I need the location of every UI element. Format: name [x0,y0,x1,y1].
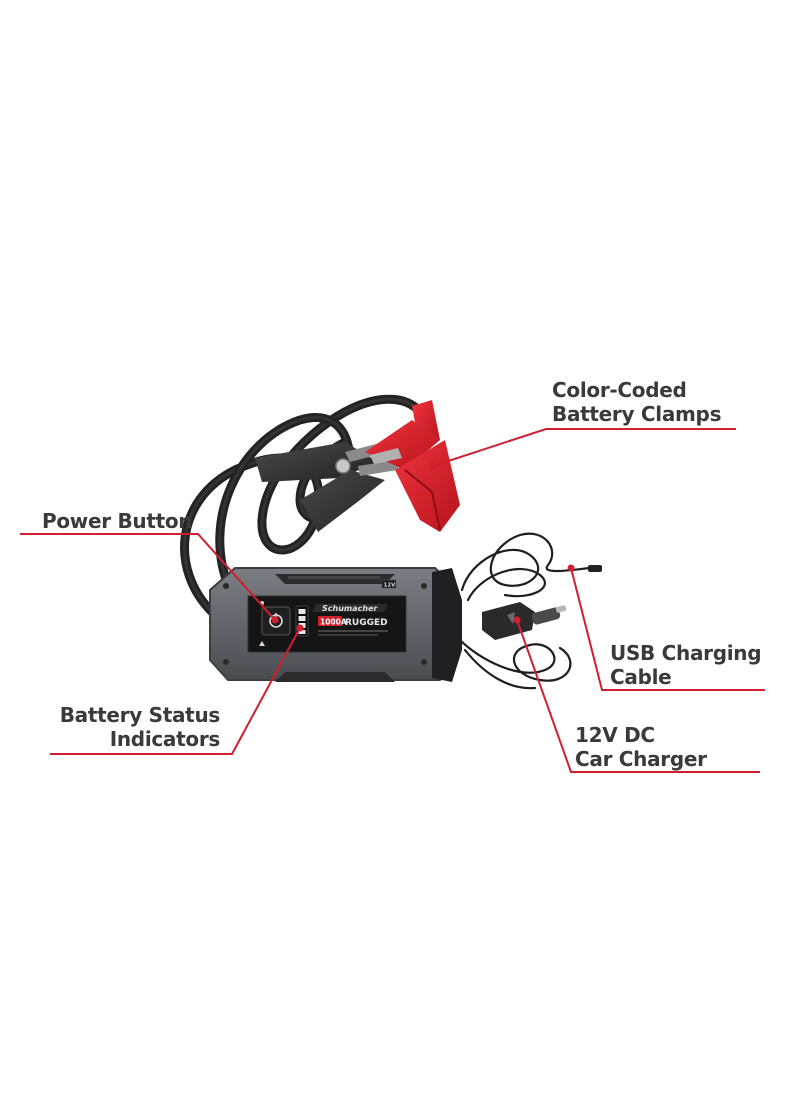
car-charger-cable [458,638,572,690]
callout-line-car [516,619,760,773]
callout-power-button: Power Button [42,509,193,533]
amperage-badge-bg [318,616,342,626]
voltage-label: 12V [384,583,397,589]
callout-battery-status-indicators: Battery Status Indicators [59,703,221,751]
callout-line-status [50,627,301,755]
callout-car-line2: Car Charger [575,747,707,771]
callout-line-power [20,533,276,621]
callout-color-coded-battery-clamps: Color-Coded Battery Clamps [552,378,721,426]
car-charger-plug [482,602,567,640]
amperage-label: 1000A [320,618,347,627]
callout-clamps-line2: Battery Clamps [552,402,722,426]
callout-usb-line2: Cable [610,665,672,689]
callout-line-clamps [432,428,736,467]
callout-status-line1: Battery Status [59,703,221,727]
callout-line-usb [570,567,765,691]
callout-car-line1: 12V DC [575,723,655,747]
callout-usb-line1: USB Charging [610,641,762,665]
model-label: RUGGED [345,618,388,628]
callout-dots [271,462,575,632]
callout-lines [20,428,765,773]
callout-power-line1: Power Button [42,509,193,533]
brand-logo: Schumacher [322,604,378,613]
callout-12v-dc-car-charger: 12V DC Car Charger [575,723,707,771]
callout-status-line2: Indicators [109,727,221,751]
callout-usb-charging-cable: USB Charging Cable [610,641,762,689]
jump-starter-body [209,567,462,682]
callout-clamps-line1: Color-Coded [552,378,687,402]
usb-charging-cable [460,532,602,602]
